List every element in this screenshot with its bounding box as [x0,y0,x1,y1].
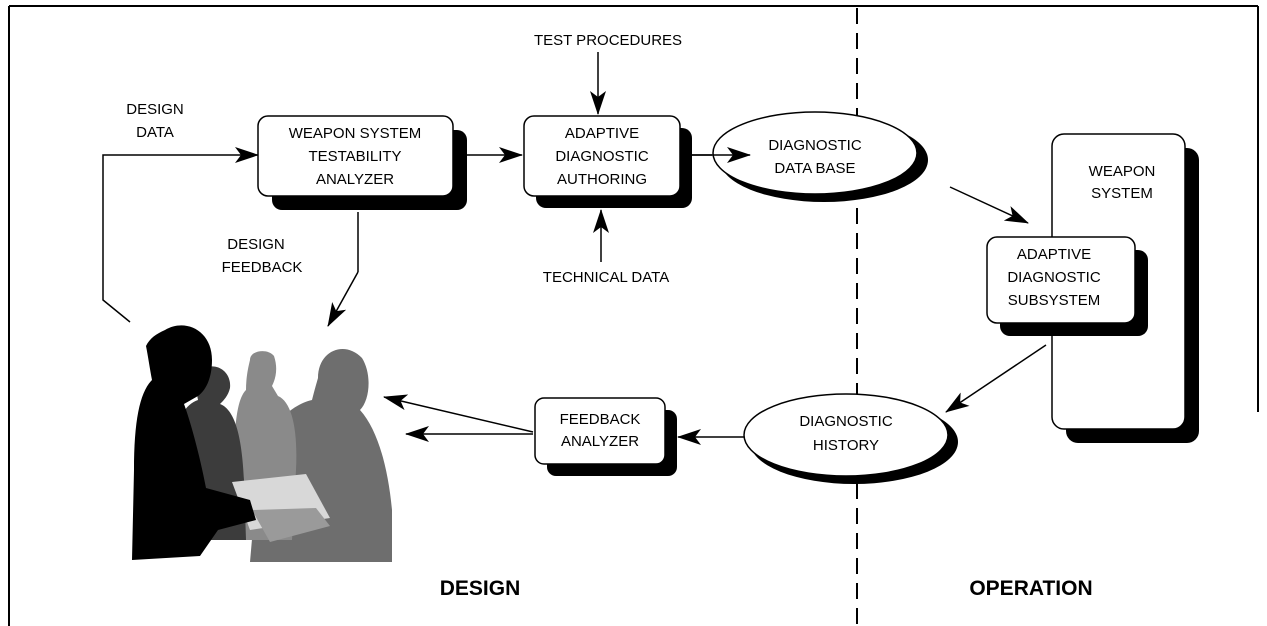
subsystem-box-face [986,236,1136,324]
feedback-line-2: ANALYZER [561,433,639,450]
feedback-box-face [534,397,666,465]
section-design: DESIGN [440,577,521,600]
database-ellipse: DIAGNOSTIC DATA BASE [712,111,928,202]
database-line-1: DIAGNOSTIC [768,137,862,154]
analyzer-line-1: WEAPON SYSTEM [289,125,422,142]
subsystem-line-2: DIAGNOSTIC [1007,269,1101,286]
history-line-2: HISTORY [813,437,879,454]
history-ellipse: DIAGNOSTIC HISTORY [743,393,958,484]
authoring-line-1: ADAPTIVE [565,125,639,142]
subsystem-box: ADAPTIVE DIAGNOSTIC SUBSYSTEM [986,236,1148,336]
subsystem-line-3: SUBSYSTEM [1008,292,1101,309]
history-line-1: DIAGNOSTIC [799,413,893,430]
weapon-line-1: WEAPON [1089,163,1156,180]
authoring-line-3: AUTHORING [557,171,647,188]
authoring-line-2: DIAGNOSTIC [555,148,649,165]
label-test-procedures: TEST PROCEDURES [534,32,682,49]
analyzer-box-face [257,115,454,197]
arrow-subsystem-to-history [945,344,1047,413]
feedback-line-1: FEEDBACK [560,411,641,428]
analyzer-line-3: ANALYZER [316,171,394,188]
analyzer-line-2: TESTABILITY [308,148,401,165]
arrow-feedback-to-designers-upper [383,394,534,433]
section-operation: OPERATION [969,577,1092,600]
connectors [327,52,1047,445]
database-ellipse-face [712,111,918,195]
authoring-box-face [523,115,681,197]
history-ellipse-face [743,393,949,477]
design-loop-line [102,147,259,323]
arrow-database-to-weapon [949,186,1029,224]
subsystem-line-1: ADAPTIVE [1017,246,1091,263]
label-technical-data: TECHNICAL DATA [543,269,669,286]
testability-analyzer-box: WEAPON SYSTEM TESTABILITY ANALYZER [257,115,467,210]
authoring-box: ADAPTIVE DIAGNOSTIC AUTHORING [523,115,692,208]
label-design-data-2: DATA [136,124,174,141]
person-left-silhouette [132,325,256,560]
arrow-design-feedback [327,271,359,327]
frame [8,5,1259,626]
weapon-line-2: SYSTEM [1091,185,1153,202]
papers-bottom [252,508,330,542]
label-design-feedback-2: FEEDBACK [222,259,303,276]
label-design-data-1: DESIGN [126,101,184,118]
label-design-feedback-1: DESIGN [227,236,285,253]
feedback-analyzer-box: FEEDBACK ANALYZER [534,397,677,476]
database-line-2: DATA BASE [774,160,855,177]
designers-illustration [132,325,392,562]
